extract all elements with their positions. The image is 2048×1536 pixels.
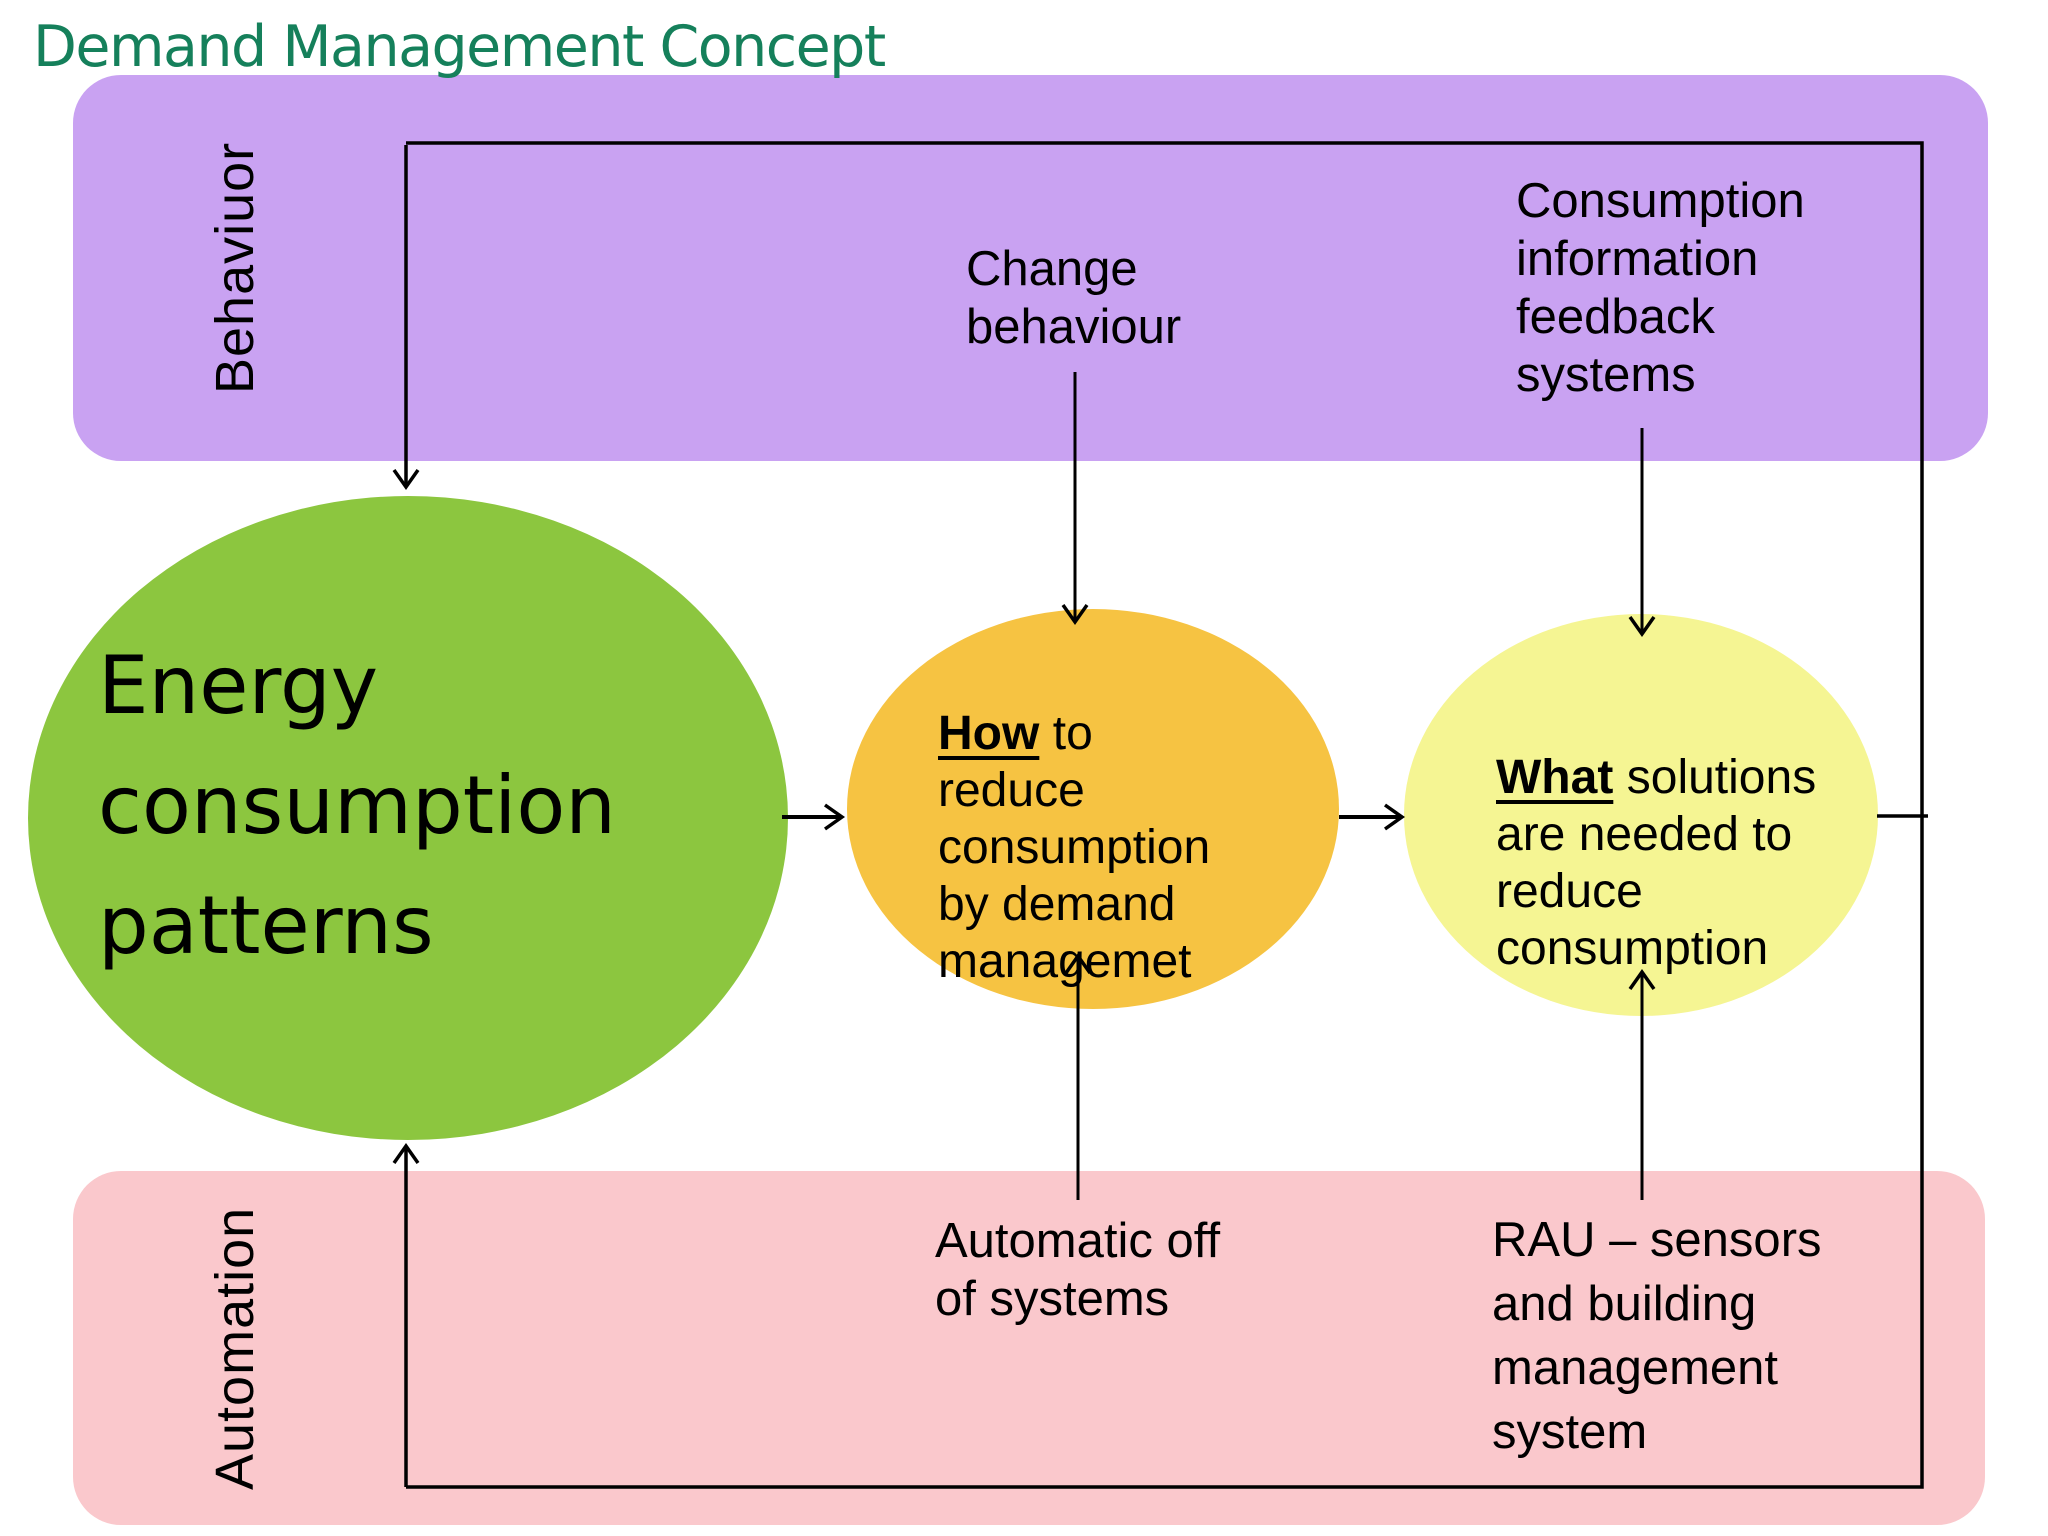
change-behaviour-callout: Change behaviour — [966, 242, 1182, 354]
how-keyword: How — [938, 707, 1040, 760]
how-first-line-rest: to — [1052, 707, 1093, 760]
rau-callout: RAU – sensors and building management sy… — [1492, 1213, 1822, 1459]
automatic-off-callout: Automatic off of systems — [935, 1214, 1221, 1326]
what-first-line-rest: solutions — [1626, 751, 1817, 804]
behaviour-band-label: Behaviuor — [205, 141, 265, 395]
automation-band-label: Automation — [205, 1206, 265, 1490]
consumption-feedback-callout: Consumption information feedback systems — [1516, 174, 1805, 402]
energy-consumption-label: Energy consumption patterns — [98, 639, 616, 972]
what-keyword: What — [1496, 751, 1614, 804]
page-title: Demand Management Concept — [33, 14, 886, 80]
how-remaining-lines: reduce consumption by demand managemet — [938, 764, 1211, 988]
what-remaining-lines: are needed to reduce consumption — [1496, 808, 1793, 975]
